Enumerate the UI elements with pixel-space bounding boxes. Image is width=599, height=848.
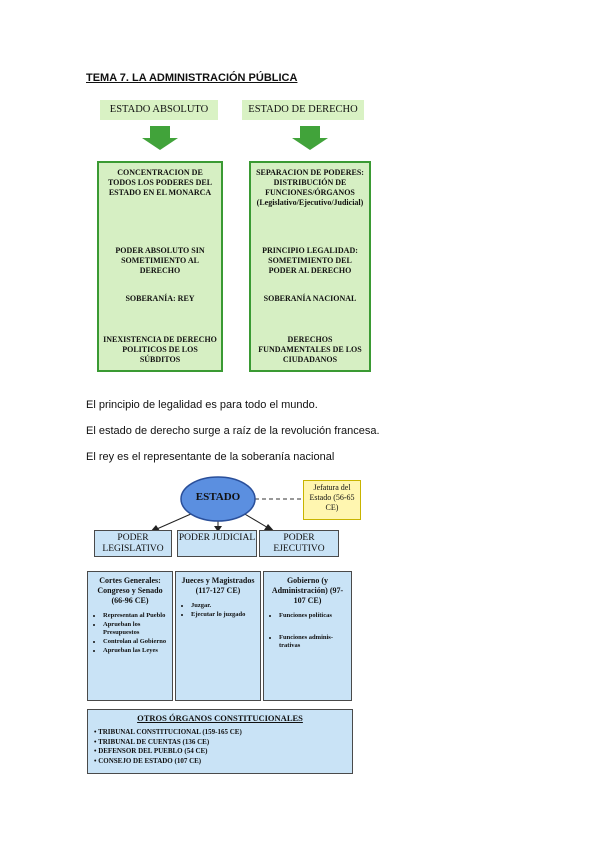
rule-item-2: PRINCIPIO LEGALIDAD: SOMETIMIENTO DEL PO… xyxy=(262,246,358,275)
list-item: • TRIBUNAL CONSTITUCIONAL (159-165 CE) xyxy=(94,728,242,736)
estado-label: ESTADO xyxy=(195,491,241,503)
down-arrow-icon xyxy=(292,126,328,150)
executive-box: Gobierno (y Administración) (97-107 CE) … xyxy=(263,571,352,701)
jefatura-box: Jefatura del Estado (56-65 CE) xyxy=(303,480,361,520)
list-item: Aprueban las Leyes xyxy=(103,647,169,655)
list-item: Juzgar. xyxy=(191,602,257,610)
down-arrow-icon xyxy=(142,126,178,150)
list-item: Ejecutar lo juzgado xyxy=(191,611,257,619)
other-organ: DEFENSOR DEL PUEBLO (54 CE) xyxy=(98,747,208,755)
absolute-item-4: INEXISTENCIA DE DERECHO POLITICOS DE LOS… xyxy=(103,335,217,364)
judicial-header: PODER JUDICIAL xyxy=(177,530,257,557)
other-organ: TRIBUNAL DE CUENTAS (136 CE) xyxy=(98,737,210,746)
other-organ: TRIBUNAL CONSTITUCIONAL (159-165 CE) xyxy=(98,728,242,736)
list-item: Funciones políticas xyxy=(279,612,348,620)
other-organs-box: OTROS ÓRGANOS CONSTITUCIONALES • TRIBUNA… xyxy=(87,709,353,774)
paragraph-3: El rey es el representante de la soberan… xyxy=(86,451,335,463)
absolute-item-3: SOBERANÍA: REY xyxy=(125,294,195,303)
legislative-org: Cortes Generales: Congreso y Senado (66-… xyxy=(97,576,163,605)
judicial-box: Jueces y Magistrados (117-127 CE) Juzgar… xyxy=(175,571,261,701)
rule-of-law-box: SEPARACION DE PODERES: DISTRIBUCIÓN DE F… xyxy=(249,161,371,372)
rule-item-3: SOBERANÍA NACIONAL xyxy=(263,294,357,303)
list-item: Funciones adminis-trativas xyxy=(279,634,348,650)
list-item: • DEFENSOR DEL PUEBLO (54 CE) xyxy=(94,747,208,755)
judicial-org: Jueces y Magistrados (117-127 CE) xyxy=(181,576,255,595)
absolute-state-box: CONCENTRACION DE TODOS LOS PODERES DEL E… xyxy=(97,161,223,372)
list-item: Aprueban los Presupuestos xyxy=(103,621,169,637)
rule-item-1: SEPARACION DE PODERES: DISTRIBUCIÓN DE F… xyxy=(256,168,364,207)
list-item: Controlan al Gobierno xyxy=(103,638,169,646)
paragraph-2: El estado de derecho surge a raíz de la … xyxy=(86,425,380,437)
paragraph-1: El principio de legalidad es para todo e… xyxy=(86,399,318,411)
executive-org: Gobierno (y Administración) (97-107 CE) xyxy=(271,576,344,605)
estado-ellipse xyxy=(180,476,256,522)
legislative-box: Cortes Generales: Congreso y Senado (66-… xyxy=(87,571,173,701)
legislative-header: PODER LEGISLATIVO xyxy=(94,530,172,557)
list-item: • CONSEJO DE ESTADO (107 CE) xyxy=(94,756,202,765)
absolute-item-2: PODER ABSOLUTO SIN SOMETIMIENTO AL DEREC… xyxy=(115,246,205,275)
other-organs-title: OTROS ÓRGANOS CONSTITUCIONALES xyxy=(137,713,303,723)
absolute-item-1: CONCENTRACION DE TODOS LOS PODERES DEL E… xyxy=(107,168,213,197)
other-organ: CONSEJO DE ESTADO (107 CE) xyxy=(98,756,202,765)
page-title: TEMA 7. LA ADMINISTRACIÓN PÚBLICA xyxy=(86,72,298,84)
list-item: • TRIBUNAL DE CUENTAS (136 CE) xyxy=(94,737,210,746)
absolute-state-header: ESTADO ABSOLUTO xyxy=(100,100,218,120)
list-item: Representan al Pueblo xyxy=(103,612,169,620)
rule-item-4: DERECHOS FUNDAMENTALES DE LOS CIUDADANOS xyxy=(258,335,362,364)
executive-header: PODER EJECUTIVO xyxy=(259,530,339,557)
rule-of-law-header: ESTADO DE DERECHO xyxy=(242,100,364,120)
